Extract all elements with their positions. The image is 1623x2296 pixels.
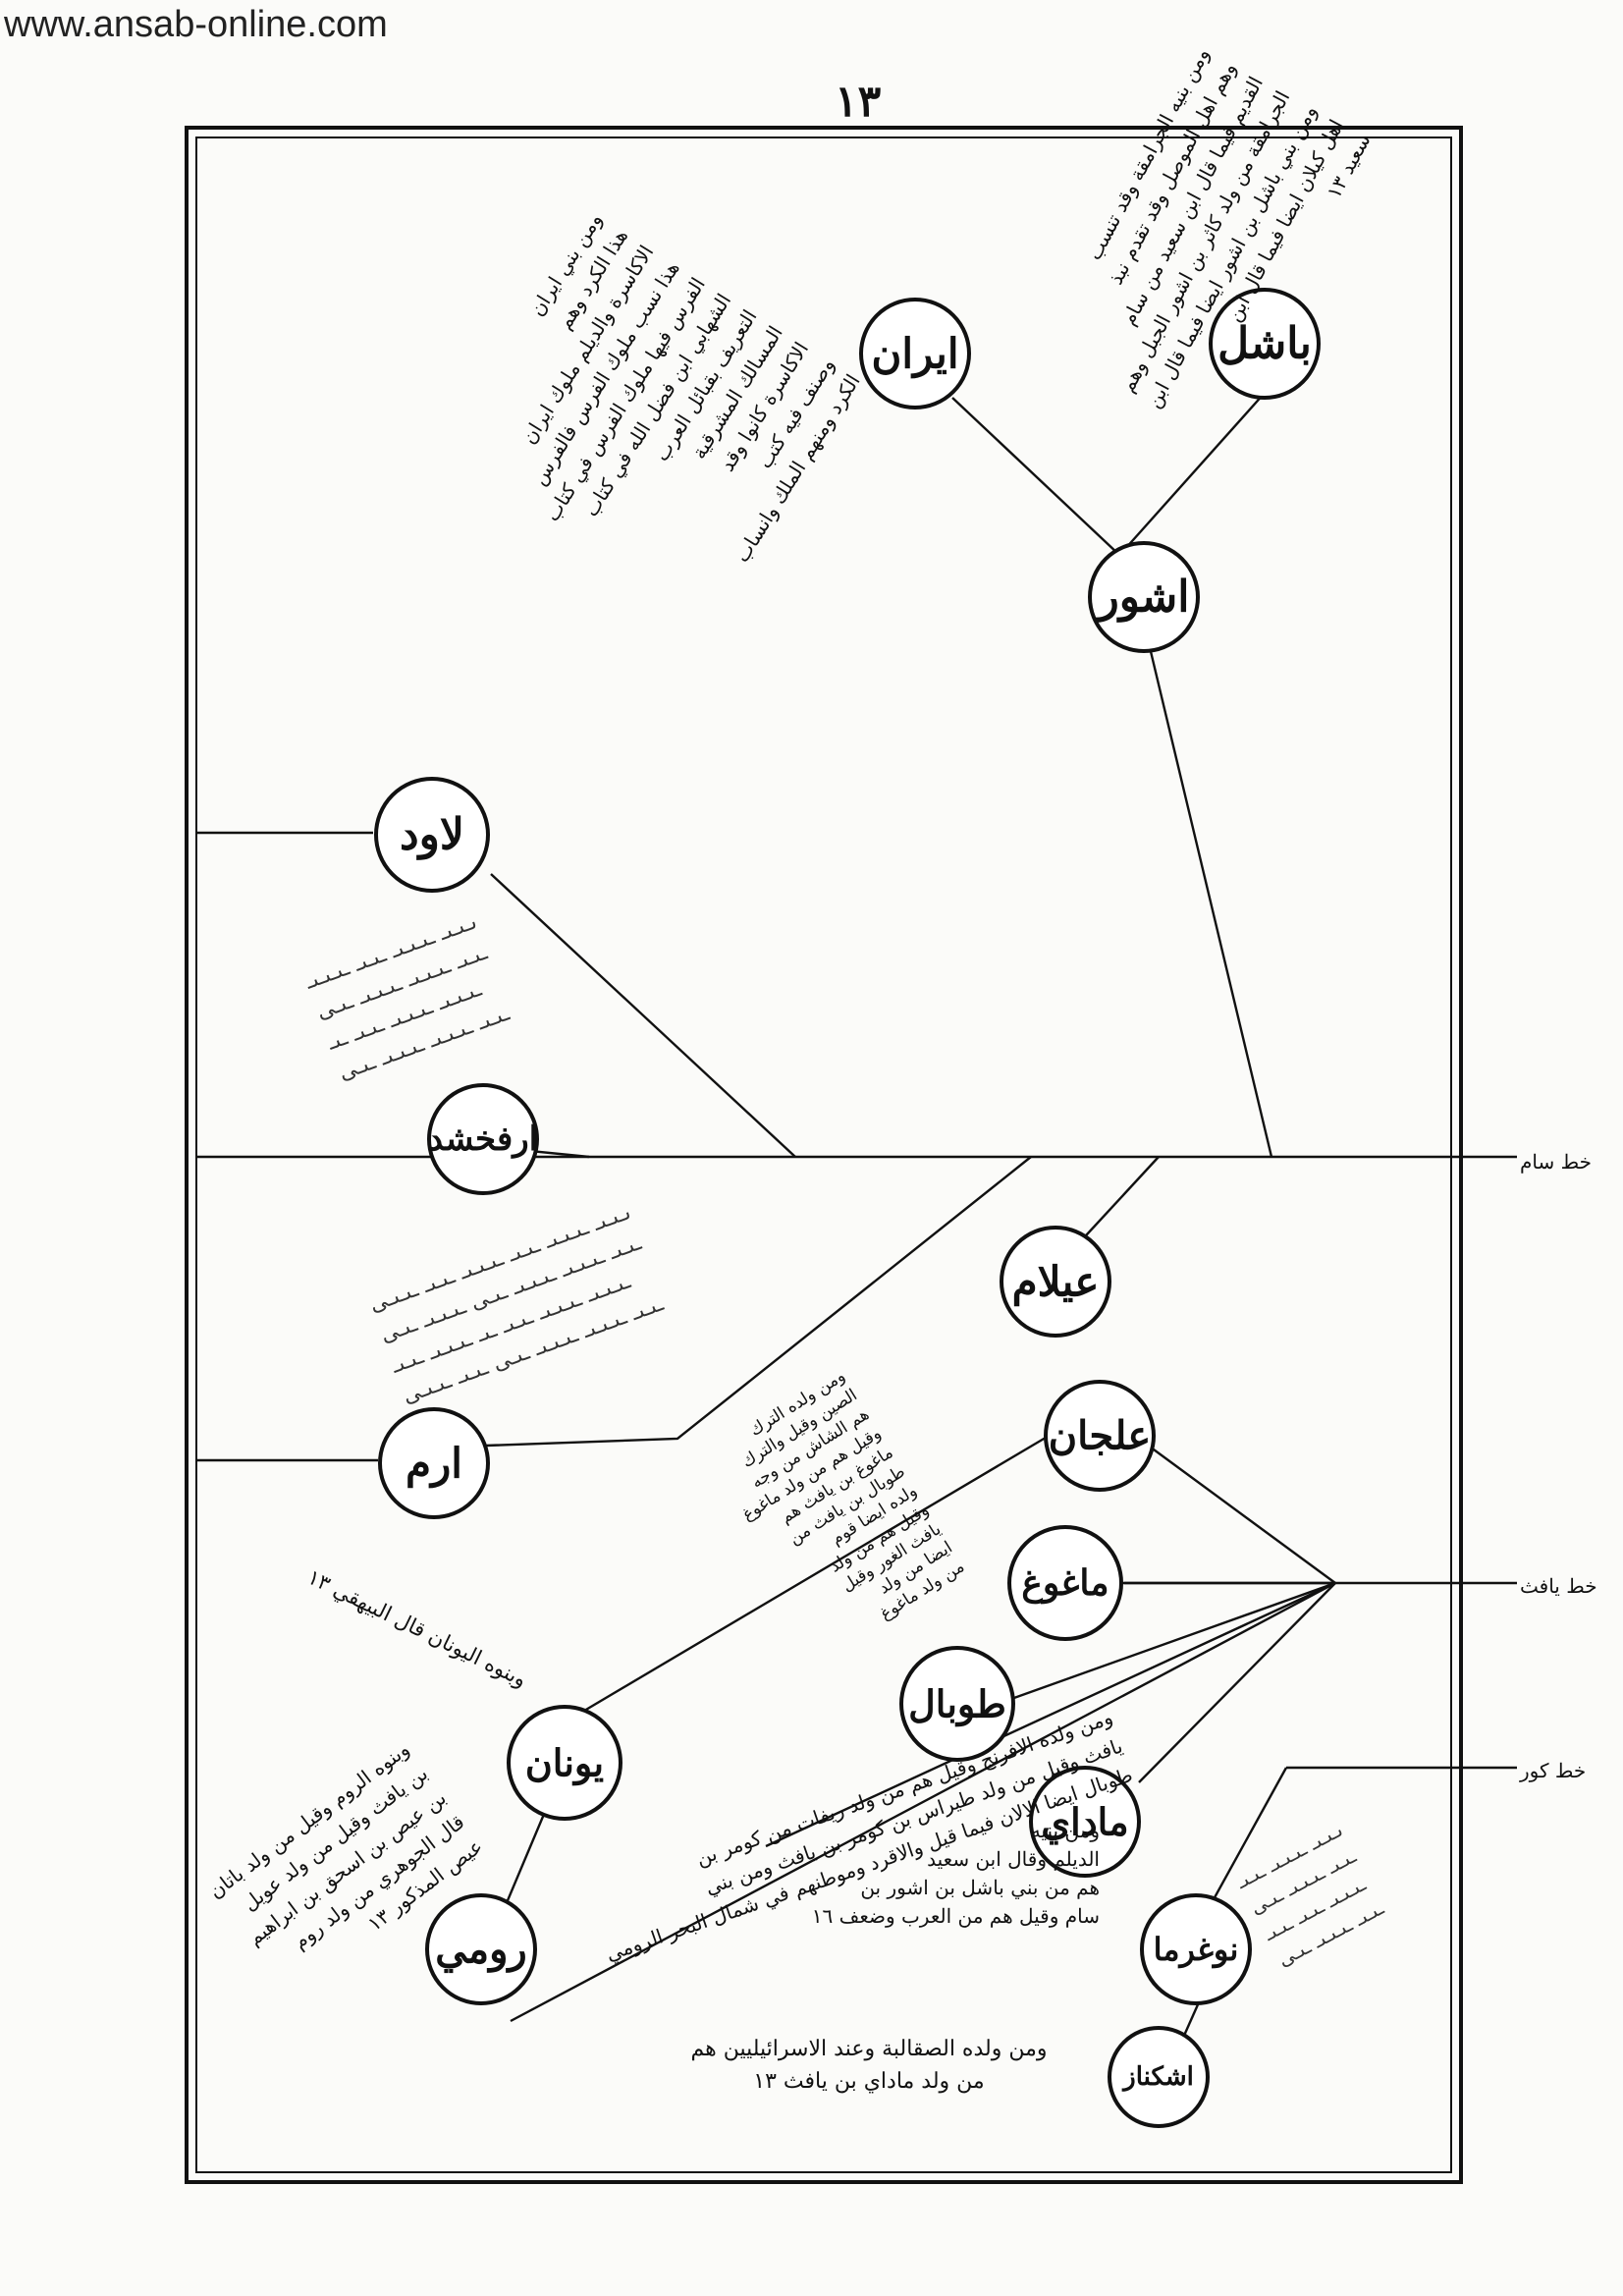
node-lawud: لاود — [374, 777, 490, 893]
edge-aljan-branch — [578, 1430, 1056, 1716]
node-ashkanaz: اشكناز — [1108, 2026, 1210, 2128]
node-label-arfakhshad: ارفخشد — [428, 1120, 538, 1159]
axis-label-yafith: خط يافث — [1520, 1574, 1597, 1598]
edge-nughurma-kur — [1206, 1767, 1288, 1911]
node-ashur: اشور — [1088, 541, 1200, 653]
edge-tubal-yafith — [1010, 1581, 1336, 1701]
edge-yunan-rumi — [504, 1811, 547, 1906]
node-yunan: يونان — [507, 1705, 622, 1821]
edge-lawud-sam — [490, 873, 796, 1158]
edge-bashal-ashur — [1123, 392, 1266, 551]
node-nughurma: نوغرما — [1140, 1893, 1252, 2005]
node-maghugh: ماغوغ — [1007, 1525, 1123, 1641]
node-label-lawud: لاود — [400, 810, 464, 861]
node-label-yunan: يونان — [525, 1741, 604, 1786]
edge-iran-ashur — [951, 397, 1120, 556]
node-label-tubal: طوبال — [908, 1682, 1006, 1727]
page-number: ١٣ — [835, 77, 882, 127]
node-label-bashal: باشل — [1217, 319, 1312, 369]
edge-ashur-sam — [1147, 642, 1273, 1158]
node-label-ashkanaz: اشكناز — [1121, 2062, 1194, 2092]
node-label-ilam: عيلام — [1012, 1258, 1100, 1307]
node-label-rumi: رومي — [435, 1927, 526, 1974]
edge-aljan-yafith — [1138, 1438, 1336, 1584]
node-ilam: عيلام — [1000, 1226, 1111, 1338]
node-label-madai: ماداي — [1041, 1800, 1128, 1845]
node-aljan: علجان — [1044, 1380, 1156, 1492]
edge-rumi-branch — [510, 1581, 1336, 2023]
node-label-nughurma: نوغرما — [1154, 1931, 1239, 1969]
node-label-iran: ايران — [871, 330, 958, 379]
edge-madai-yafith — [1138, 1582, 1336, 1783]
note-bottom: ومن ولده الصقالبة وعند الاسرائيليين هم م… — [690, 2037, 1048, 2094]
node-madai: ماداي — [1029, 1766, 1141, 1878]
node-rumi: رومي — [425, 1893, 537, 2005]
axis-label-kur: خط كور — [1519, 1759, 1586, 1782]
frame-outer — [185, 126, 1463, 2184]
node-aram: ارم — [378, 1407, 490, 1519]
edge-yunan-yafith — [765, 1581, 1336, 1848]
node-label-maghugh: ماغوغ — [1021, 1562, 1109, 1605]
node-label-ashur: اشور — [1095, 573, 1189, 624]
frame-inner — [195, 137, 1452, 2173]
node-label-aram: ارم — [406, 1440, 462, 1489]
node-bashal: باشل — [1209, 288, 1321, 400]
axis-label-sam: خط سام — [1520, 1150, 1592, 1174]
edge-ilam-sam — [1074, 1156, 1160, 1248]
node-iran: ايران — [859, 298, 971, 410]
edge-aram-sam — [485, 1156, 1032, 1448]
node-label-aljan: علجان — [1049, 1413, 1152, 1459]
node-tubal: طوبال — [899, 1646, 1015, 1762]
note-madai: ومن بنيه الديلم وقال ابن سعيد هم من بني … — [811, 1819, 1100, 1928]
site-watermark: www.ansab-online.com — [4, 4, 388, 45]
node-arfakhshad: ارفخشد — [427, 1083, 539, 1195]
